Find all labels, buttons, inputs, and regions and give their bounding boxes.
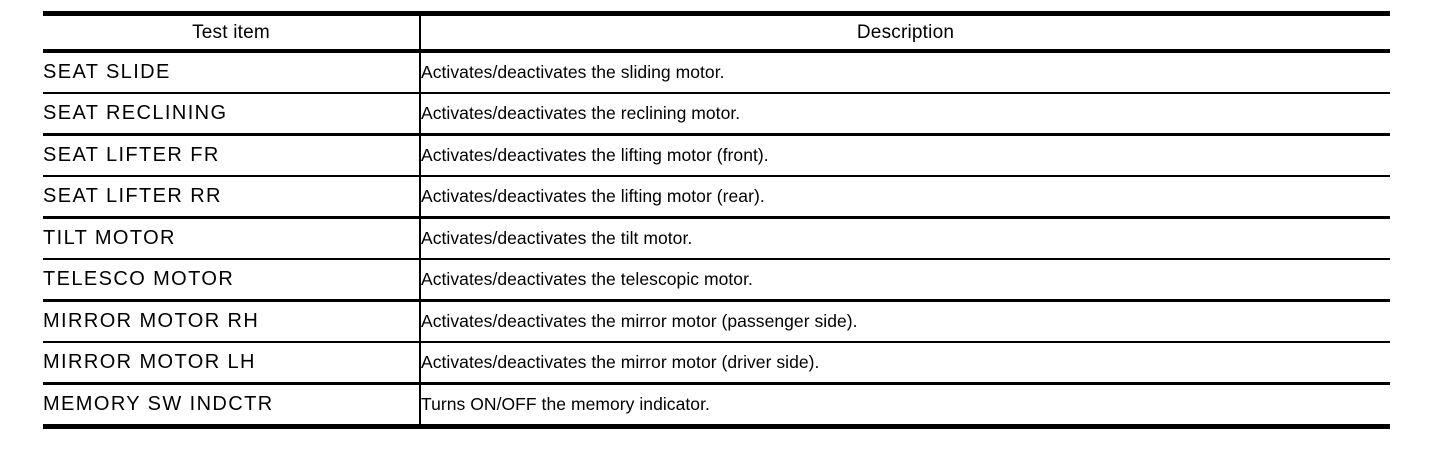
cell-description: Activates/deactivates the lifting motor … (420, 134, 1390, 177)
cell-description: Turns ON/OFF the memory indicator. (420, 383, 1390, 429)
table-row: MIRROR MOTOR LH Activates/deactivates th… (43, 342, 1390, 385)
table-row: SEAT LIFTER FR Activates/deactivates the… (43, 134, 1390, 177)
cell-description: Activates/deactivates the tilt motor. (420, 217, 1390, 260)
table-row: MIRROR MOTOR RH Activates/deactivates th… (43, 300, 1390, 343)
cell-description: Activates/deactivates the sliding motor. (420, 51, 1390, 94)
cell-description: Activates/deactivates the lifting motor … (420, 176, 1390, 219)
table-row: SEAT SLIDE Activates/deactivates the sli… (43, 51, 1390, 94)
cell-test-item: SEAT SLIDE (43, 51, 421, 94)
table-header: Test item Description (43, 11, 1390, 53)
cell-description: Activates/deactivates the telescopic mot… (420, 259, 1390, 302)
table-row: TELESCO MOTOR Activates/deactivates the … (43, 259, 1390, 302)
cell-description: Activates/deactivates the mirror motor (… (420, 342, 1390, 385)
cell-test-item: TELESCO MOTOR (43, 259, 421, 302)
column-header-description: Description (420, 11, 1390, 53)
cell-test-item: MEMORY SW INDCTR (43, 383, 421, 429)
cell-test-item: SEAT RECLINING (43, 93, 421, 136)
table-body: SEAT SLIDE Activates/deactivates the sli… (43, 51, 1390, 429)
cell-test-item: SEAT LIFTER FR (43, 134, 421, 177)
cell-test-item: TILT MOTOR (43, 217, 421, 260)
active-test-item-table: Test item Description SEAT SLIDE Activat… (43, 11, 1390, 429)
cell-description: Activates/deactivates the mirror motor (… (420, 300, 1390, 343)
cell-test-item: MIRROR MOTOR LH (43, 342, 421, 385)
cell-test-item: SEAT LIFTER RR (43, 176, 421, 219)
table-row: TILT MOTOR Activates/deactivates the til… (43, 217, 1390, 260)
cell-description: Activates/deactivates the reclining moto… (420, 93, 1390, 136)
table-row: MEMORY SW INDCTR Turns ON/OFF the memory… (43, 383, 1390, 429)
table-container: Test item Description SEAT SLIDE Activat… (43, 11, 1390, 429)
table-row: SEAT LIFTER RR Activates/deactivates the… (43, 176, 1390, 219)
column-header-test-item: Test item (43, 11, 421, 53)
cell-test-item: MIRROR MOTOR RH (43, 300, 421, 343)
table-header-row: Test item Description (43, 11, 1390, 53)
table-row: SEAT RECLINING Activates/deactivates the… (43, 93, 1390, 136)
